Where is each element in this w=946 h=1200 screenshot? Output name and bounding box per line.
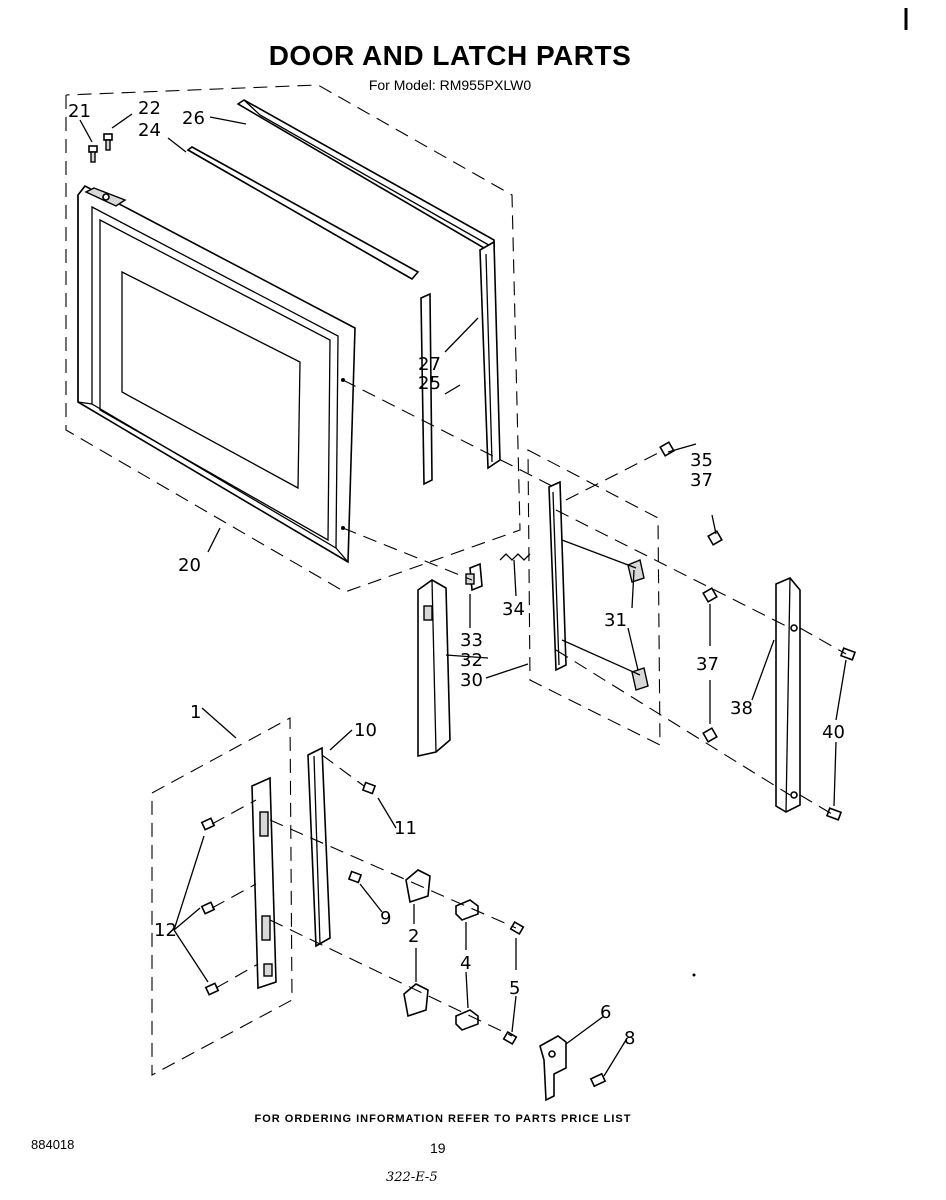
spring-31-lower [631, 667, 649, 691]
callout-27: 27 [418, 354, 441, 375]
callout-33: 33 [460, 630, 483, 651]
callout-9: 9 [380, 908, 391, 929]
page-number: 19 [430, 1140, 446, 1156]
alignment-lines [211, 379, 847, 1037]
screw-37-upper [707, 530, 723, 546]
leader-lines [79, 113, 847, 1077]
callout-40: 40 [822, 722, 845, 743]
screw-8 [589, 1072, 607, 1088]
bushing-4-lower [455, 1009, 479, 1031]
callout-31: 31 [604, 610, 627, 631]
latch-assembly [527, 449, 661, 746]
screw-40-upper [839, 647, 857, 661]
handle-32 [417, 579, 451, 757]
callout-4: 4 [460, 953, 471, 974]
model-subtitle: For Model: RM955PXLW0 [368, 77, 532, 93]
callout-8: 8 [624, 1028, 635, 1049]
callout-24: 24 [138, 120, 161, 141]
callout-25: 25 [418, 373, 441, 394]
callout-30: 30 [460, 670, 483, 691]
callout-6: 6 [600, 1002, 611, 1023]
callout-12: 12 [154, 920, 177, 941]
screw-35 [659, 441, 675, 457]
callout-10: 10 [354, 720, 377, 741]
document-number: 884018 [31, 1137, 75, 1152]
callout-1: 1 [190, 702, 201, 723]
callout-35: 35 [690, 450, 713, 471]
page-title: DOOR AND LATCH PARTS [268, 40, 632, 71]
screw-11 [361, 781, 377, 795]
callout-37-upper: 37 [690, 470, 713, 491]
callout-37-lower: 37 [696, 654, 719, 675]
screw-22 [103, 133, 113, 151]
screw-5-lower [502, 1030, 518, 1046]
callout-2: 2 [408, 926, 419, 947]
hinge-block-2-upper [405, 869, 431, 904]
choke-26 [236, 99, 501, 470]
callout-21: 21 [68, 101, 91, 122]
door-assembly [65, 84, 521, 593]
callout-34: 34 [502, 599, 525, 620]
handwritten-note: 322-E-5 [386, 1170, 438, 1185]
handle-38 [775, 577, 801, 813]
screw-37-lower [702, 727, 718, 743]
callout-32: 32 [460, 650, 483, 671]
screw-37-mid [702, 587, 718, 603]
callout-labels: 21 22 24 26 27 25 20 35 37 31 34 33 32 3… [68, 98, 845, 1049]
screw-21 [88, 145, 98, 163]
hinge-assembly [151, 717, 293, 1076]
callout-5: 5 [509, 978, 520, 999]
gasket-25 [420, 292, 433, 486]
hinge-block-2-lower [403, 983, 429, 1018]
callout-11: 11 [394, 818, 417, 839]
callout-22: 22 [138, 98, 161, 119]
hinge-plate-10 [307, 746, 331, 948]
screw-5-upper [509, 920, 525, 936]
gasket-24 [186, 146, 420, 281]
screw-12-b [200, 901, 216, 915]
screw-9 [347, 870, 363, 884]
screw-12-c [204, 982, 220, 996]
screw-12-a [200, 817, 216, 831]
screw-40-lower [825, 807, 843, 821]
spring-34 [499, 553, 531, 561]
bracket-6 [539, 1035, 567, 1102]
callout-38: 38 [730, 698, 753, 719]
bushing-4-upper [455, 899, 479, 921]
latch-33 [465, 562, 483, 592]
spring-31-upper [627, 559, 645, 583]
ordering-note: FOR ORDERING INFORMATION REFER TO PARTS … [254, 1113, 632, 1125]
callout-26: 26 [182, 108, 205, 129]
callout-20: 20 [178, 555, 201, 576]
